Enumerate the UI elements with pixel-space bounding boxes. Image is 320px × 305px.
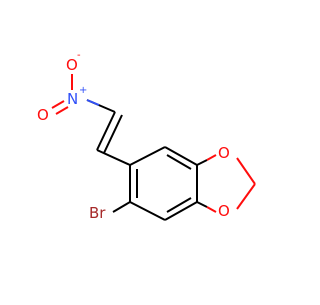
bond-ring-4 <box>164 201 198 221</box>
atom-o-dioxole-lower: O <box>218 202 230 220</box>
bond-n-o-double-1 <box>51 100 65 109</box>
bond-vinyl-double-2 <box>103 114 123 154</box>
bond-ring-1 <box>129 146 166 166</box>
atom-br: Br <box>89 204 106 222</box>
bond-vinyl-ring <box>96 149 131 166</box>
atom-o-double: O <box>37 106 49 124</box>
bond-o-upper-ch2 <box>236 157 256 185</box>
bond-ring-o-lower <box>196 201 208 208</box>
bond-ring-2 <box>164 146 198 166</box>
atom-labels: O - N + O O O Br <box>37 50 230 222</box>
bond-ring-br <box>112 201 131 213</box>
bond-o-lower-ch2 <box>236 183 256 210</box>
atom-o-dioxole-upper: O <box>218 144 230 162</box>
bonds <box>51 74 256 221</box>
bond-ring-4-inner <box>166 197 192 213</box>
bond-ring-o-upper <box>196 159 208 166</box>
molecule-structure: O - N + O O O Br <box>37 50 256 222</box>
bond-ring-2-inner <box>166 154 192 170</box>
bond-n-o-double-2 <box>55 106 69 115</box>
charge-n: + <box>79 85 87 96</box>
bond-vinyl-double-1 <box>96 111 116 151</box>
bond-n-c-vinyl-colored <box>86 99 100 106</box>
charge-o-minus: - <box>77 50 81 61</box>
atom-n: N <box>67 90 78 108</box>
atom-o-minus: O <box>66 56 78 74</box>
bond-ring-o-upper-colored <box>206 154 217 161</box>
bond-ring-o-lower-colored <box>206 206 217 213</box>
bond-ring-5 <box>129 201 166 221</box>
molecule-canvas: O - N + O O O Br <box>37 50 256 222</box>
